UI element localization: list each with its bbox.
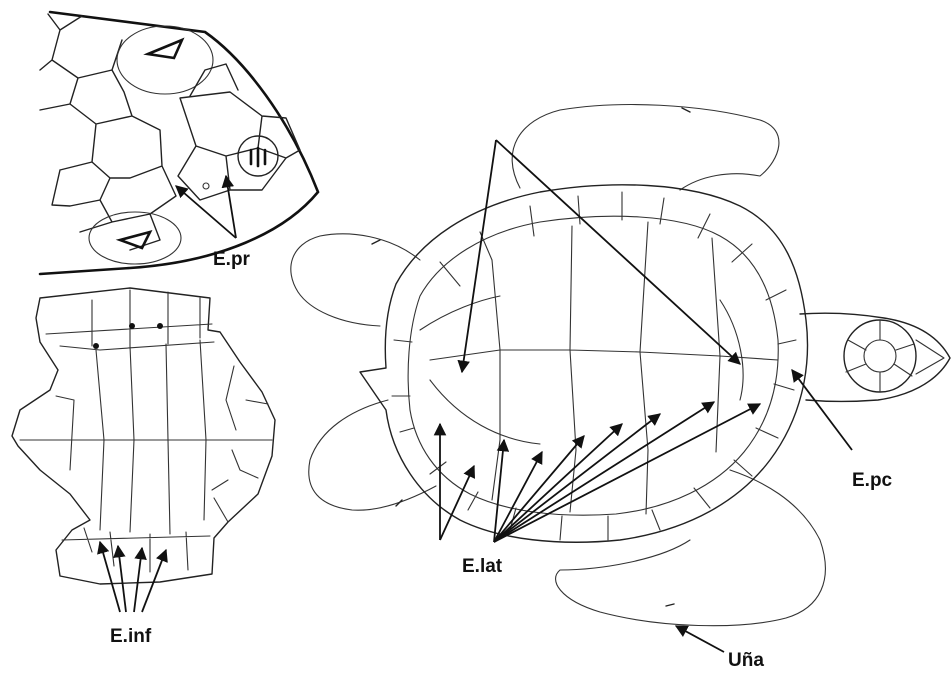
head-central-plates bbox=[178, 64, 300, 200]
head-outline bbox=[40, 12, 318, 274]
rear-left-flipper bbox=[309, 400, 436, 510]
central-scutes bbox=[420, 222, 778, 514]
epr-arrow-2 bbox=[226, 176, 236, 238]
elat-arrow-9 bbox=[494, 404, 760, 542]
elat-top-arrow-2 bbox=[496, 140, 740, 364]
marginal-seams bbox=[392, 192, 796, 540]
carapace-view: E.lat E.pc Uña bbox=[291, 105, 950, 671]
einf-arrow-1 bbox=[100, 542, 120, 612]
einf-arrow-2 bbox=[118, 546, 126, 612]
right-head-center-plate bbox=[864, 340, 896, 372]
elat-arrow-5 bbox=[494, 436, 584, 542]
label-prefrontal: E.pr bbox=[213, 249, 251, 270]
label-claw: Uña bbox=[728, 650, 764, 671]
plastron-view: E.inf bbox=[12, 288, 275, 647]
front-right-flipper bbox=[512, 105, 779, 190]
head-dorsal-view: E.pr bbox=[40, 12, 318, 274]
upper-orbit bbox=[117, 26, 213, 94]
claw-mark bbox=[666, 604, 674, 606]
einf-arrow-3 bbox=[134, 548, 142, 612]
claw-arrow bbox=[676, 626, 724, 652]
lower-eye bbox=[120, 232, 150, 248]
front-claw-mark bbox=[682, 108, 690, 112]
right-head-outline bbox=[800, 313, 950, 401]
rear-right-flipper bbox=[291, 234, 420, 326]
lower-orbit bbox=[89, 212, 181, 264]
frontoparietal-marks bbox=[251, 148, 265, 166]
epc-arrow bbox=[792, 370, 852, 450]
pore-1 bbox=[93, 343, 99, 349]
pore-2 bbox=[129, 323, 135, 329]
nostril-dot bbox=[203, 183, 209, 189]
pore-3 bbox=[157, 323, 163, 329]
elat-arrow-7 bbox=[494, 414, 660, 542]
upper-eye bbox=[148, 40, 182, 58]
label-precentral: E.pc bbox=[852, 470, 893, 491]
label-lateral: E.lat bbox=[462, 556, 503, 577]
plastron-seams bbox=[20, 290, 272, 572]
elat-top-arrow-1 bbox=[462, 140, 496, 372]
elat-arrow-8 bbox=[494, 402, 714, 542]
rear-claw-mark-1 bbox=[372, 240, 380, 244]
plastron-outline bbox=[12, 288, 275, 584]
elat-arrow-6 bbox=[494, 424, 622, 542]
epr-arrow-1 bbox=[176, 186, 236, 238]
label-inframarginal: E.inf bbox=[110, 626, 152, 647]
